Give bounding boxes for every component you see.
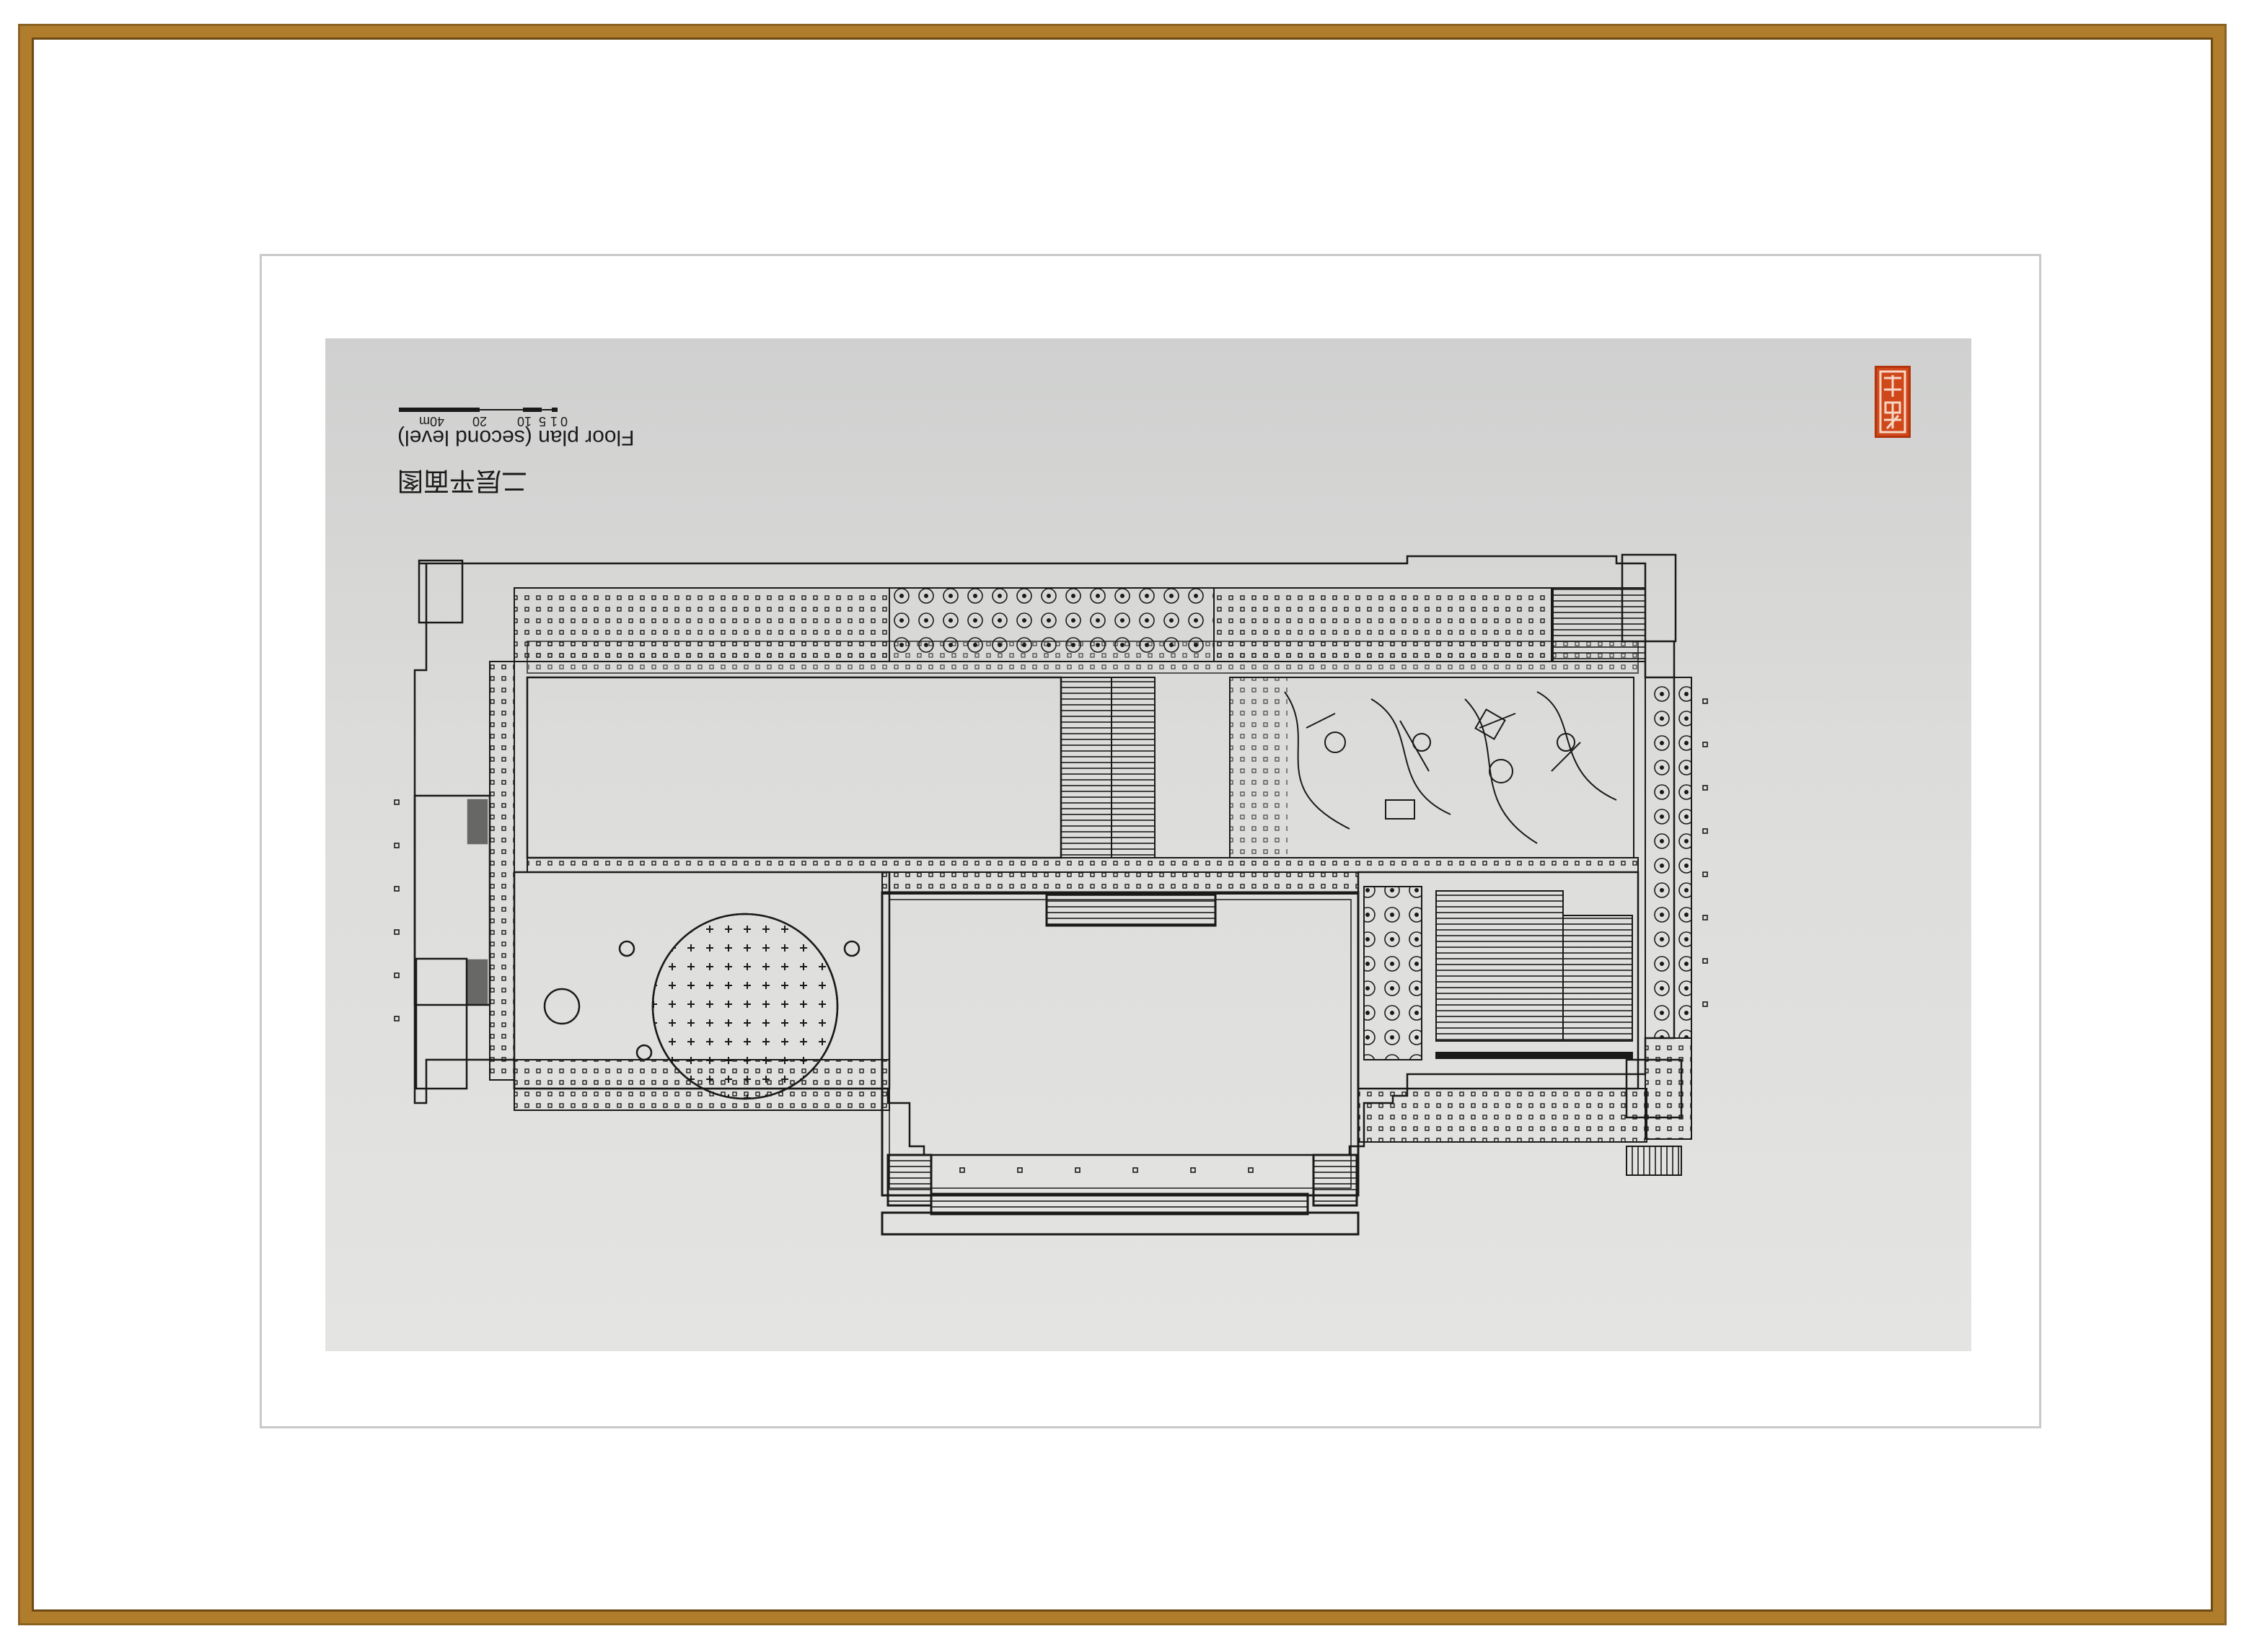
lower-right-rooms bbox=[1357, 1088, 1647, 1143]
lower-left-rooms bbox=[514, 1059, 890, 1111]
middle-band bbox=[527, 641, 1639, 873]
perimeter-columns bbox=[394, 698, 1708, 1173]
upper-right-exhibition bbox=[1229, 677, 1634, 858]
red-seal-stamp-icon bbox=[1875, 366, 1911, 438]
left-corridor bbox=[489, 661, 515, 1081]
right-wing bbox=[1645, 677, 1692, 1039]
upper-left-hall bbox=[526, 676, 1062, 859]
scale-bar: 40m 20 10 5 1 0 bbox=[397, 382, 585, 429]
floor-plan-print: 40m 20 10 5 1 0 Floor plan (second level… bbox=[325, 338, 1971, 1351]
grand-staircase bbox=[1060, 677, 1112, 858]
mat-board: 40m 20 10 5 1 0 Floor plan (second level… bbox=[260, 254, 2041, 1428]
atrium-top-band bbox=[881, 871, 1359, 895]
lower-right-auditorium bbox=[1357, 871, 1640, 1090]
floor-plan-drawing bbox=[394, 553, 1708, 1236]
scale-bar-graphic bbox=[399, 408, 558, 412]
central-atrium bbox=[881, 891, 1360, 1236]
picture-frame: 40m 20 10 5 1 0 Floor plan (second level… bbox=[20, 26, 2224, 1623]
